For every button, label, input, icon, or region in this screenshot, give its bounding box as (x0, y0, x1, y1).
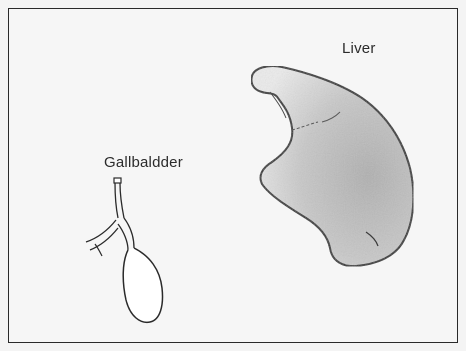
bile-duct (115, 183, 118, 218)
bile-duct (120, 183, 124, 218)
cystic-duct (118, 224, 128, 250)
hepatic-duct (86, 220, 116, 242)
liver-outline (251, 66, 413, 266)
liver-shape (251, 66, 413, 266)
gallbladder-sac (123, 248, 162, 322)
duct-opening (114, 178, 121, 183)
cystic-duct (124, 218, 134, 248)
gallbladder-label: Gallbaldder (104, 154, 183, 171)
liver-label: Liver (342, 40, 376, 57)
gallbladder-shape (86, 178, 163, 322)
